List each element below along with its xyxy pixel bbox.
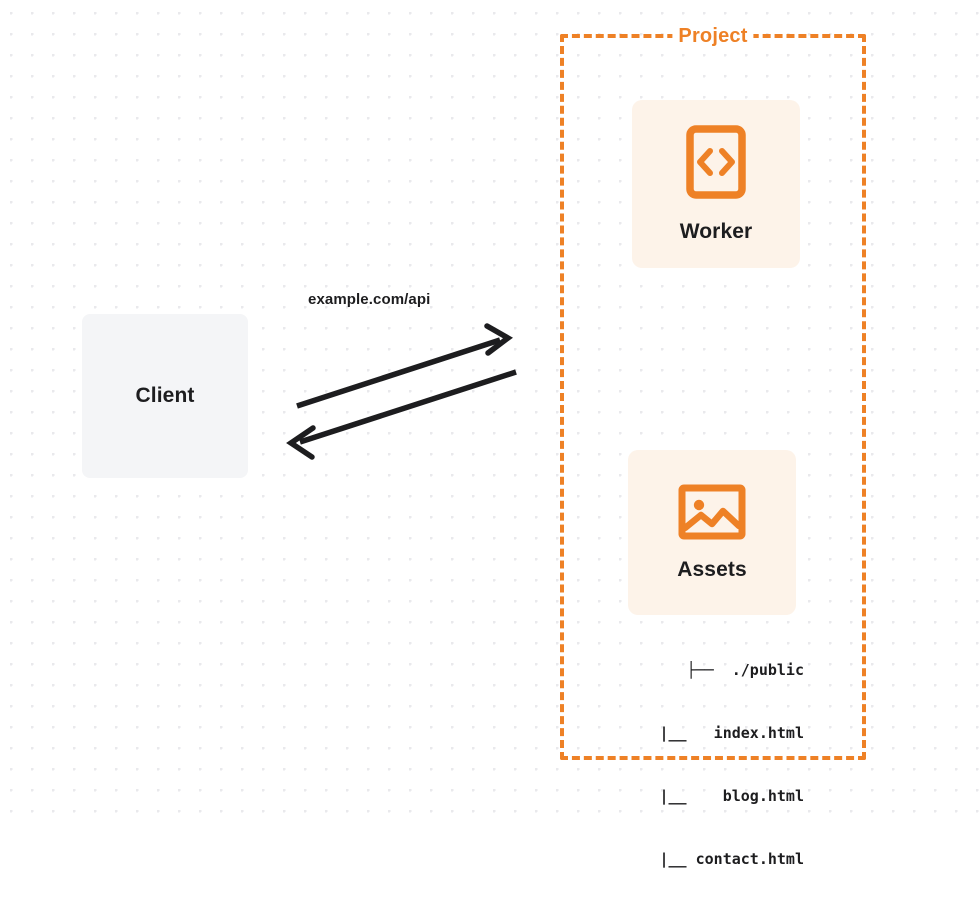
file-tree-line-contact: |__ contact.html (641, 850, 804, 868)
assets-card-label: Assets (677, 557, 747, 581)
worker-card[interactable]: Worker (632, 100, 800, 268)
project-boundary: Project (560, 25, 866, 760)
file-tree-line-index: |__ index.html (641, 724, 804, 742)
diagram-canvas: Client example.com/api Project Worker (0, 0, 980, 868)
client-node[interactable]: Client (82, 314, 248, 478)
code-brackets-icon (686, 124, 746, 204)
connection-label: example.com/api (308, 291, 431, 308)
assets-card[interactable]: Assets (628, 450, 796, 615)
file-tree-line-root: ├── ./public (686, 661, 804, 679)
worker-card-label: Worker (679, 219, 753, 243)
request-arrow (296, 323, 513, 409)
file-tree-line-blog: |__ blog.html (641, 787, 804, 805)
image-icon (678, 484, 746, 545)
client-node-label: Client (135, 384, 195, 407)
asset-file-tree: ├── ./public |__ index.html |__ blog.htm… (604, 618, 804, 912)
project-title: Project (672, 25, 754, 48)
response-arrow (286, 369, 517, 460)
